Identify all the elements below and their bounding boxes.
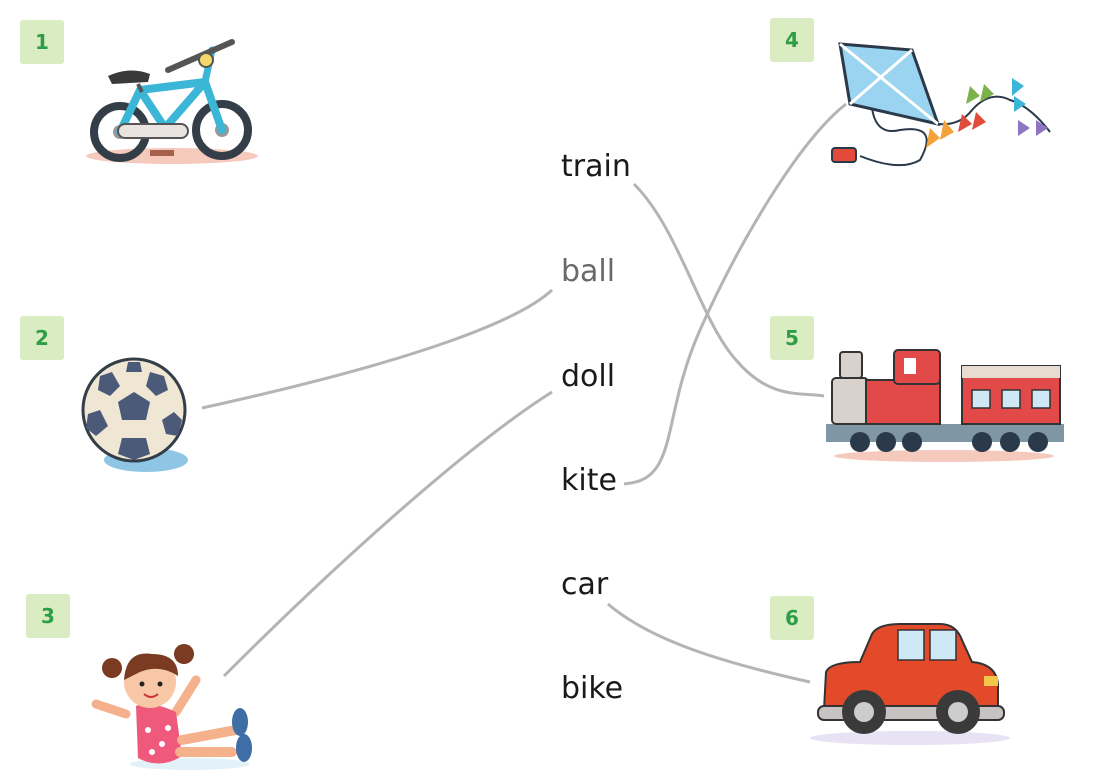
car-icon[interactable]: [810, 623, 1010, 745]
number-badge-5: 5: [770, 316, 814, 360]
number-badge-3: 3: [26, 594, 70, 638]
match-line-car: [607, 602, 811, 684]
word-kite[interactable]: kite: [561, 463, 617, 498]
match-line-doll: [222, 390, 553, 678]
ball-icon[interactable]: [81, 357, 188, 472]
number-badge-6: 6: [770, 596, 814, 640]
word-ball[interactable]: ball: [561, 254, 616, 289]
match-line-ball: [201, 288, 554, 410]
bike-icon[interactable]: [86, 39, 258, 164]
kite-icon[interactable]: [831, 42, 1051, 167]
number-badge-2: 2: [20, 316, 64, 360]
match-line-kite: [623, 102, 847, 486]
word-bike[interactable]: bike: [561, 671, 624, 706]
number-badge-1: 1: [20, 20, 64, 64]
match-line-train: [632, 182, 825, 398]
number-badge-4: 4: [770, 18, 814, 62]
train-icon[interactable]: [826, 349, 1064, 462]
word-car[interactable]: car: [561, 567, 609, 602]
doll-icon[interactable]: [91, 644, 252, 770]
word-doll[interactable]: doll: [561, 359, 616, 394]
word-train[interactable]: train: [561, 149, 631, 184]
